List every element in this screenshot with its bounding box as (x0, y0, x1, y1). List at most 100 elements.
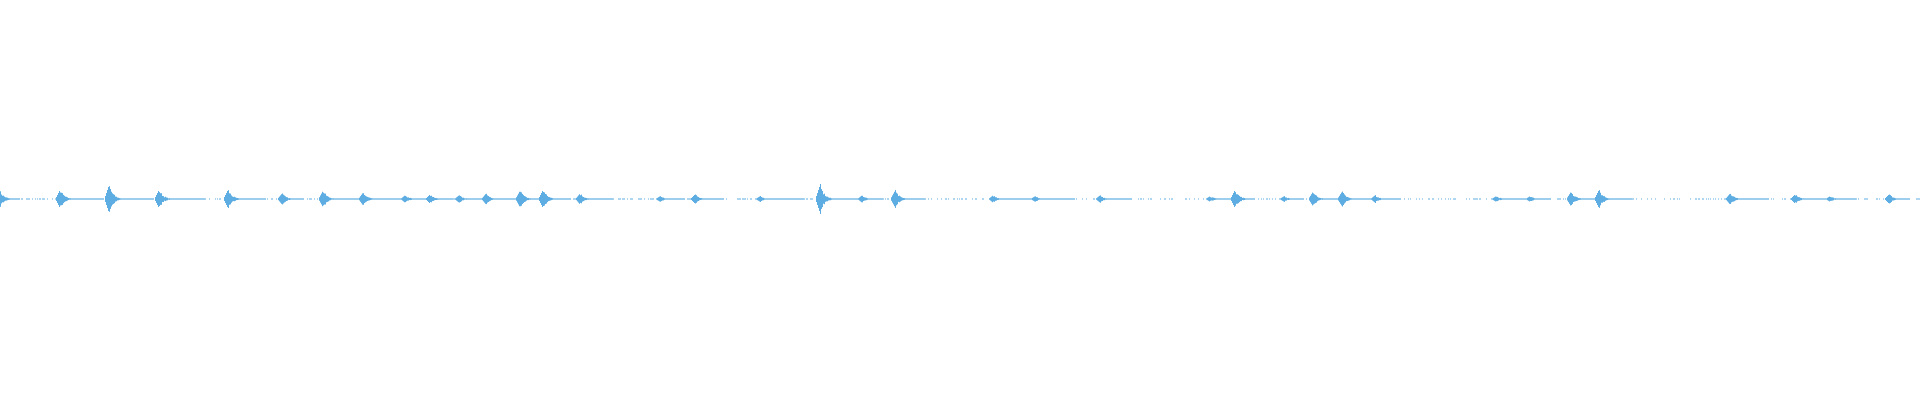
waveform-sample (1428, 198, 1429, 200)
waveform-sample (241, 198, 242, 200)
waveform-sample (69, 198, 70, 200)
waveform-sample (178, 198, 179, 200)
waveform-sample (904, 198, 905, 200)
waveform-sample (1248, 198, 1249, 200)
waveform-sample (1773, 198, 1774, 200)
waveform-sample (1283, 196, 1284, 202)
waveform-sample (434, 197, 435, 201)
waveform-sample (446, 198, 447, 200)
waveform-sample (411, 198, 412, 200)
waveform-sample (1280, 198, 1281, 200)
waveform-sample (1740, 198, 1741, 200)
waveform-sample (1558, 198, 1559, 200)
waveform-sample (201, 198, 202, 200)
waveform-sample (336, 198, 337, 200)
waveform-sample (1102, 197, 1103, 201)
waveform-sample (182, 198, 183, 200)
waveform-sample (1735, 197, 1736, 201)
waveform-sample (1121, 198, 1122, 200)
waveform-sample (1118, 198, 1119, 200)
waveform-sample (1288, 197, 1289, 200)
waveform-sample (415, 198, 416, 200)
waveform-sample (672, 198, 673, 200)
waveform-sample (319, 197, 320, 201)
waveform-sample (1784, 198, 1785, 200)
waveform-sample (586, 198, 587, 201)
waveform-sample (711, 198, 712, 200)
waveform-sample (26, 198, 27, 200)
waveform-sample (990, 197, 991, 201)
waveform-sample (1592, 198, 1593, 200)
waveform-sample (1842, 198, 1843, 200)
waveform-sample (648, 198, 649, 200)
waveform-sample (1005, 198, 1006, 200)
waveform-sample (837, 198, 838, 200)
waveform-sample (698, 197, 699, 201)
waveform-sample (1885, 198, 1886, 200)
waveform-sample (339, 198, 340, 200)
waveform-sample (1679, 198, 1680, 200)
waveform-sample (1790, 198, 1791, 200)
waveform-sample (892, 195, 893, 203)
waveform-sample (1466, 198, 1467, 200)
waveform-sample (948, 198, 949, 200)
waveform-sample (101, 198, 102, 200)
waveform-sample (1110, 198, 1111, 200)
waveform-sample (551, 197, 552, 201)
waveform-sample (997, 198, 998, 200)
waveform-sample (203, 198, 204, 200)
waveform-sample (623, 198, 624, 200)
waveform-sample (712, 198, 713, 200)
waveform-sample (722, 198, 723, 200)
waveform-sample (295, 198, 296, 200)
waveform-sample (402, 197, 403, 201)
waveform-sample (330, 197, 331, 201)
waveform-sample (89, 198, 90, 200)
waveform-sample (230, 193, 231, 205)
waveform-sample (812, 198, 813, 200)
waveform-sample (1585, 198, 1586, 200)
waveform-sample (1582, 198, 1583, 200)
waveform-sample (1391, 198, 1392, 200)
waveform-sample (243, 198, 244, 200)
waveform-sample (470, 198, 471, 200)
waveform-sample (200, 198, 201, 200)
waveform-sample (488, 196, 489, 202)
waveform-sample (257, 198, 258, 200)
waveform-sample (807, 198, 808, 200)
waveform-sample (1037, 197, 1038, 201)
waveform-sample (1906, 198, 1907, 200)
waveform-sample (1545, 198, 1546, 200)
waveform-sample (661, 197, 662, 202)
waveform-sample (302, 198, 303, 200)
waveform-sample (1517, 198, 1518, 200)
waveform-sample (678, 198, 679, 200)
waveform-sample (225, 195, 226, 203)
waveform-sample (1244, 198, 1245, 200)
waveform-sample (1690, 198, 1691, 200)
waveform-sample (1216, 198, 1217, 200)
waveform-sample (1844, 198, 1845, 200)
waveform-sample (1376, 197, 1377, 201)
waveform-sample (1382, 198, 1383, 200)
waveform-sample (1001, 198, 1002, 200)
waveform-sample (760, 196, 761, 202)
waveform-sample (21, 198, 22, 200)
waveform-sample (1301, 198, 1302, 200)
waveform-sample (1240, 196, 1241, 202)
waveform-sample (1357, 198, 1358, 200)
waveform-sample (337, 198, 338, 200)
waveform-sample (125, 198, 126, 200)
waveform-sample (515, 198, 516, 200)
waveform-sample (1068, 198, 1069, 200)
waveform-sample (664, 198, 665, 200)
waveform-sample (1336, 198, 1337, 200)
waveform-sample (921, 198, 922, 200)
waveform-sample (1904, 198, 1905, 200)
waveform-sample (708, 198, 709, 200)
waveform-sample (1381, 198, 1382, 200)
waveform-sample (346, 198, 347, 200)
waveform-sample (1793, 196, 1794, 202)
waveform-sample (1416, 198, 1417, 200)
waveform-sample (453, 198, 454, 200)
